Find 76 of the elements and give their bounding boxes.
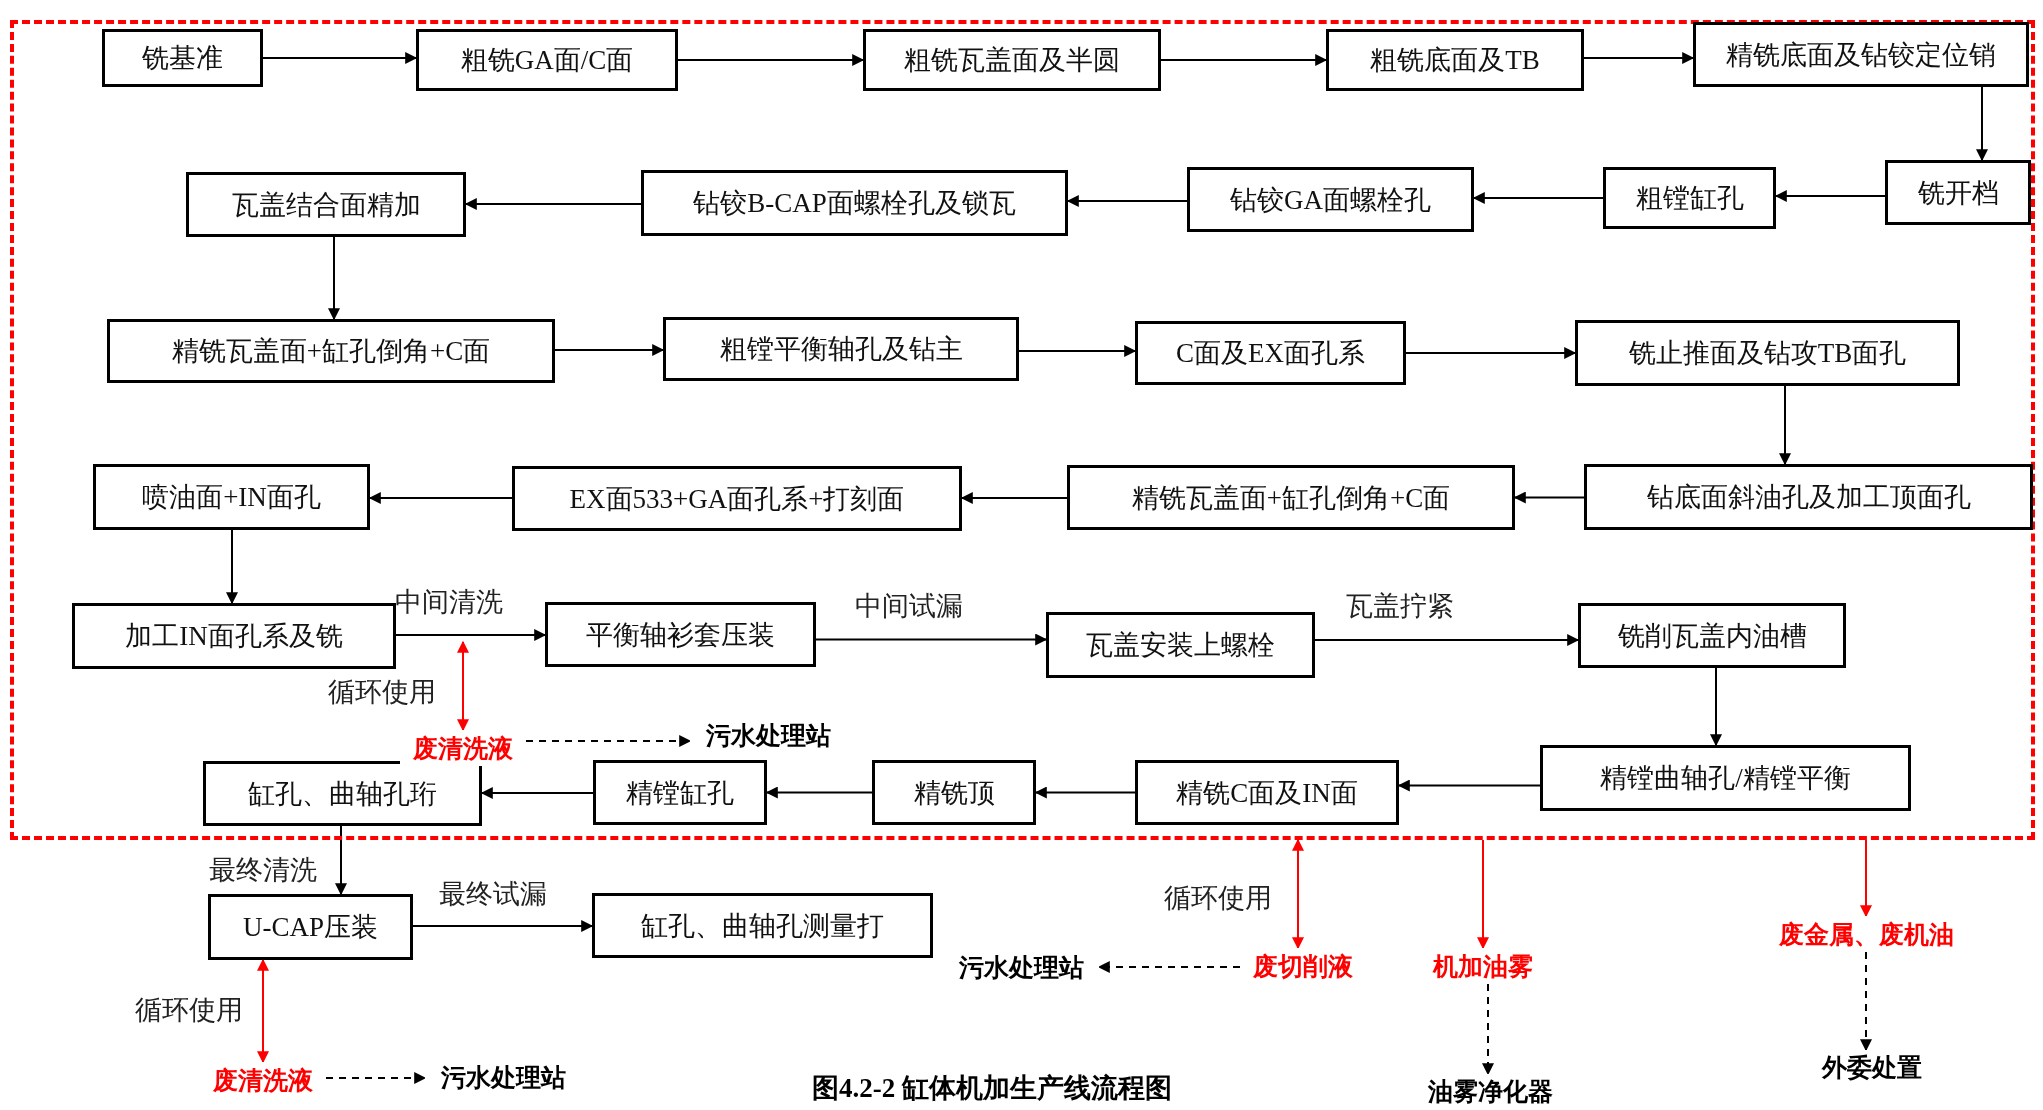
arrow (480, 787, 594, 799)
arrow (335, 825, 347, 896)
arrow (1160, 54, 1328, 66)
process-box: 瓦盖安装上螺栓 (1046, 612, 1315, 678)
edge-label: 循环使用 (135, 994, 243, 1027)
arrow (328, 236, 340, 321)
arrow (464, 198, 642, 210)
process-box: U-CAP压装 (208, 894, 413, 960)
arrow (1779, 385, 1791, 466)
arrow (1976, 86, 1988, 162)
edge-label: 中间清洗 (395, 586, 503, 619)
arrow (1477, 839, 1489, 950)
double-arrow (457, 640, 469, 732)
process-box: 缸孔、曲轴孔测量打 (592, 893, 933, 958)
arrow (677, 54, 865, 66)
dashed-arrow (525, 735, 692, 747)
edge-label: 循环使用 (328, 676, 436, 709)
arrow (1583, 52, 1695, 64)
process-box: 平衡轴衫套压装 (545, 602, 816, 667)
process-box: C面及EX面孔系 (1135, 321, 1406, 385)
process-box: 喷油面+IN面孔 (93, 464, 370, 530)
process-box: 精铣瓦盖面+缸孔倒角+C面 (1067, 465, 1515, 530)
process-box: 铣止推面及钻攻TB面孔 (1575, 320, 1960, 386)
edge-label: 循环使用 (1164, 882, 1272, 915)
arrow (1066, 195, 1188, 207)
arrow (1513, 491, 1585, 504)
arrow (1860, 839, 1872, 918)
arrow (1710, 667, 1722, 747)
process-box: EX面533+GA面孔系+打刻面 (512, 466, 962, 531)
process-box: 粗镗缸孔 (1603, 167, 1776, 229)
process-box: 钻铰GA面螺栓孔 (1187, 167, 1474, 232)
caption: 图4.2-2 缸体机加生产线流程图 (812, 1072, 1172, 1105)
arrow (262, 52, 418, 64)
arrow (226, 529, 238, 605)
process-box: 铣开档 (1885, 160, 2031, 225)
dashed-arrow (325, 1072, 427, 1084)
process-box: 精镗缸孔 (593, 760, 767, 825)
process-box: 粗镗平衡轴孔及钻主 (663, 317, 1019, 381)
arrow (765, 786, 873, 799)
process-box: 精铣瓦盖面+缸孔倒角+C面 (107, 319, 555, 383)
edge-label: 最终清洗 (209, 854, 317, 887)
process-box: 钻铰B-CAP面螺栓孔及锁瓦 (641, 170, 1068, 236)
arrow (1405, 347, 1577, 359)
arrow (395, 629, 547, 641)
edge-label: 瓦盖拧紧 (1346, 590, 1454, 623)
process-box: 铣基准 (102, 29, 263, 87)
arrow (1314, 634, 1580, 646)
process-box: 精铣C面及IN面 (1135, 760, 1399, 825)
arrow (1472, 192, 1604, 204)
process-box: 钻底面斜油孔及加工顶面孔 (1584, 464, 2033, 530)
arrow (1034, 786, 1136, 799)
arrow (412, 920, 594, 932)
process-box: 铣削瓦盖内油槽 (1578, 603, 1846, 668)
edge-label: 中间试漏 (855, 590, 963, 623)
dashed-arrow (1860, 951, 1872, 1052)
arrow (1018, 345, 1137, 357)
process-box: 精镗曲轴孔/精镗平衡 (1540, 745, 1911, 811)
arrow (1774, 190, 1886, 202)
process-box: 粗铣瓦盖面及半圆 (863, 29, 1161, 91)
double-arrow (1292, 838, 1304, 950)
process-box: 瓦盖结合面精加 (186, 172, 466, 237)
process-box: 加工IN面孔系及铣 (72, 603, 396, 669)
process-box: 粗铣GA面/C面 (416, 29, 678, 91)
process-box: 精铣顶 (872, 760, 1036, 825)
arrow (368, 492, 513, 504)
dashed-arrow (1482, 983, 1494, 1076)
process-box: 缸孔、曲轴孔珩 (203, 761, 482, 826)
double-arrow (257, 958, 269, 1064)
arrow (815, 633, 1048, 646)
edge-label: 最终试漏 (439, 878, 547, 911)
arrow (554, 344, 665, 356)
dashed-boundary (10, 20, 2035, 840)
process-box: 粗铣底面及TB (1326, 29, 1584, 91)
arrow (960, 492, 1068, 504)
arrow (1397, 779, 1541, 792)
process-box: 精铣底面及钻铰定位销 (1693, 22, 2029, 87)
